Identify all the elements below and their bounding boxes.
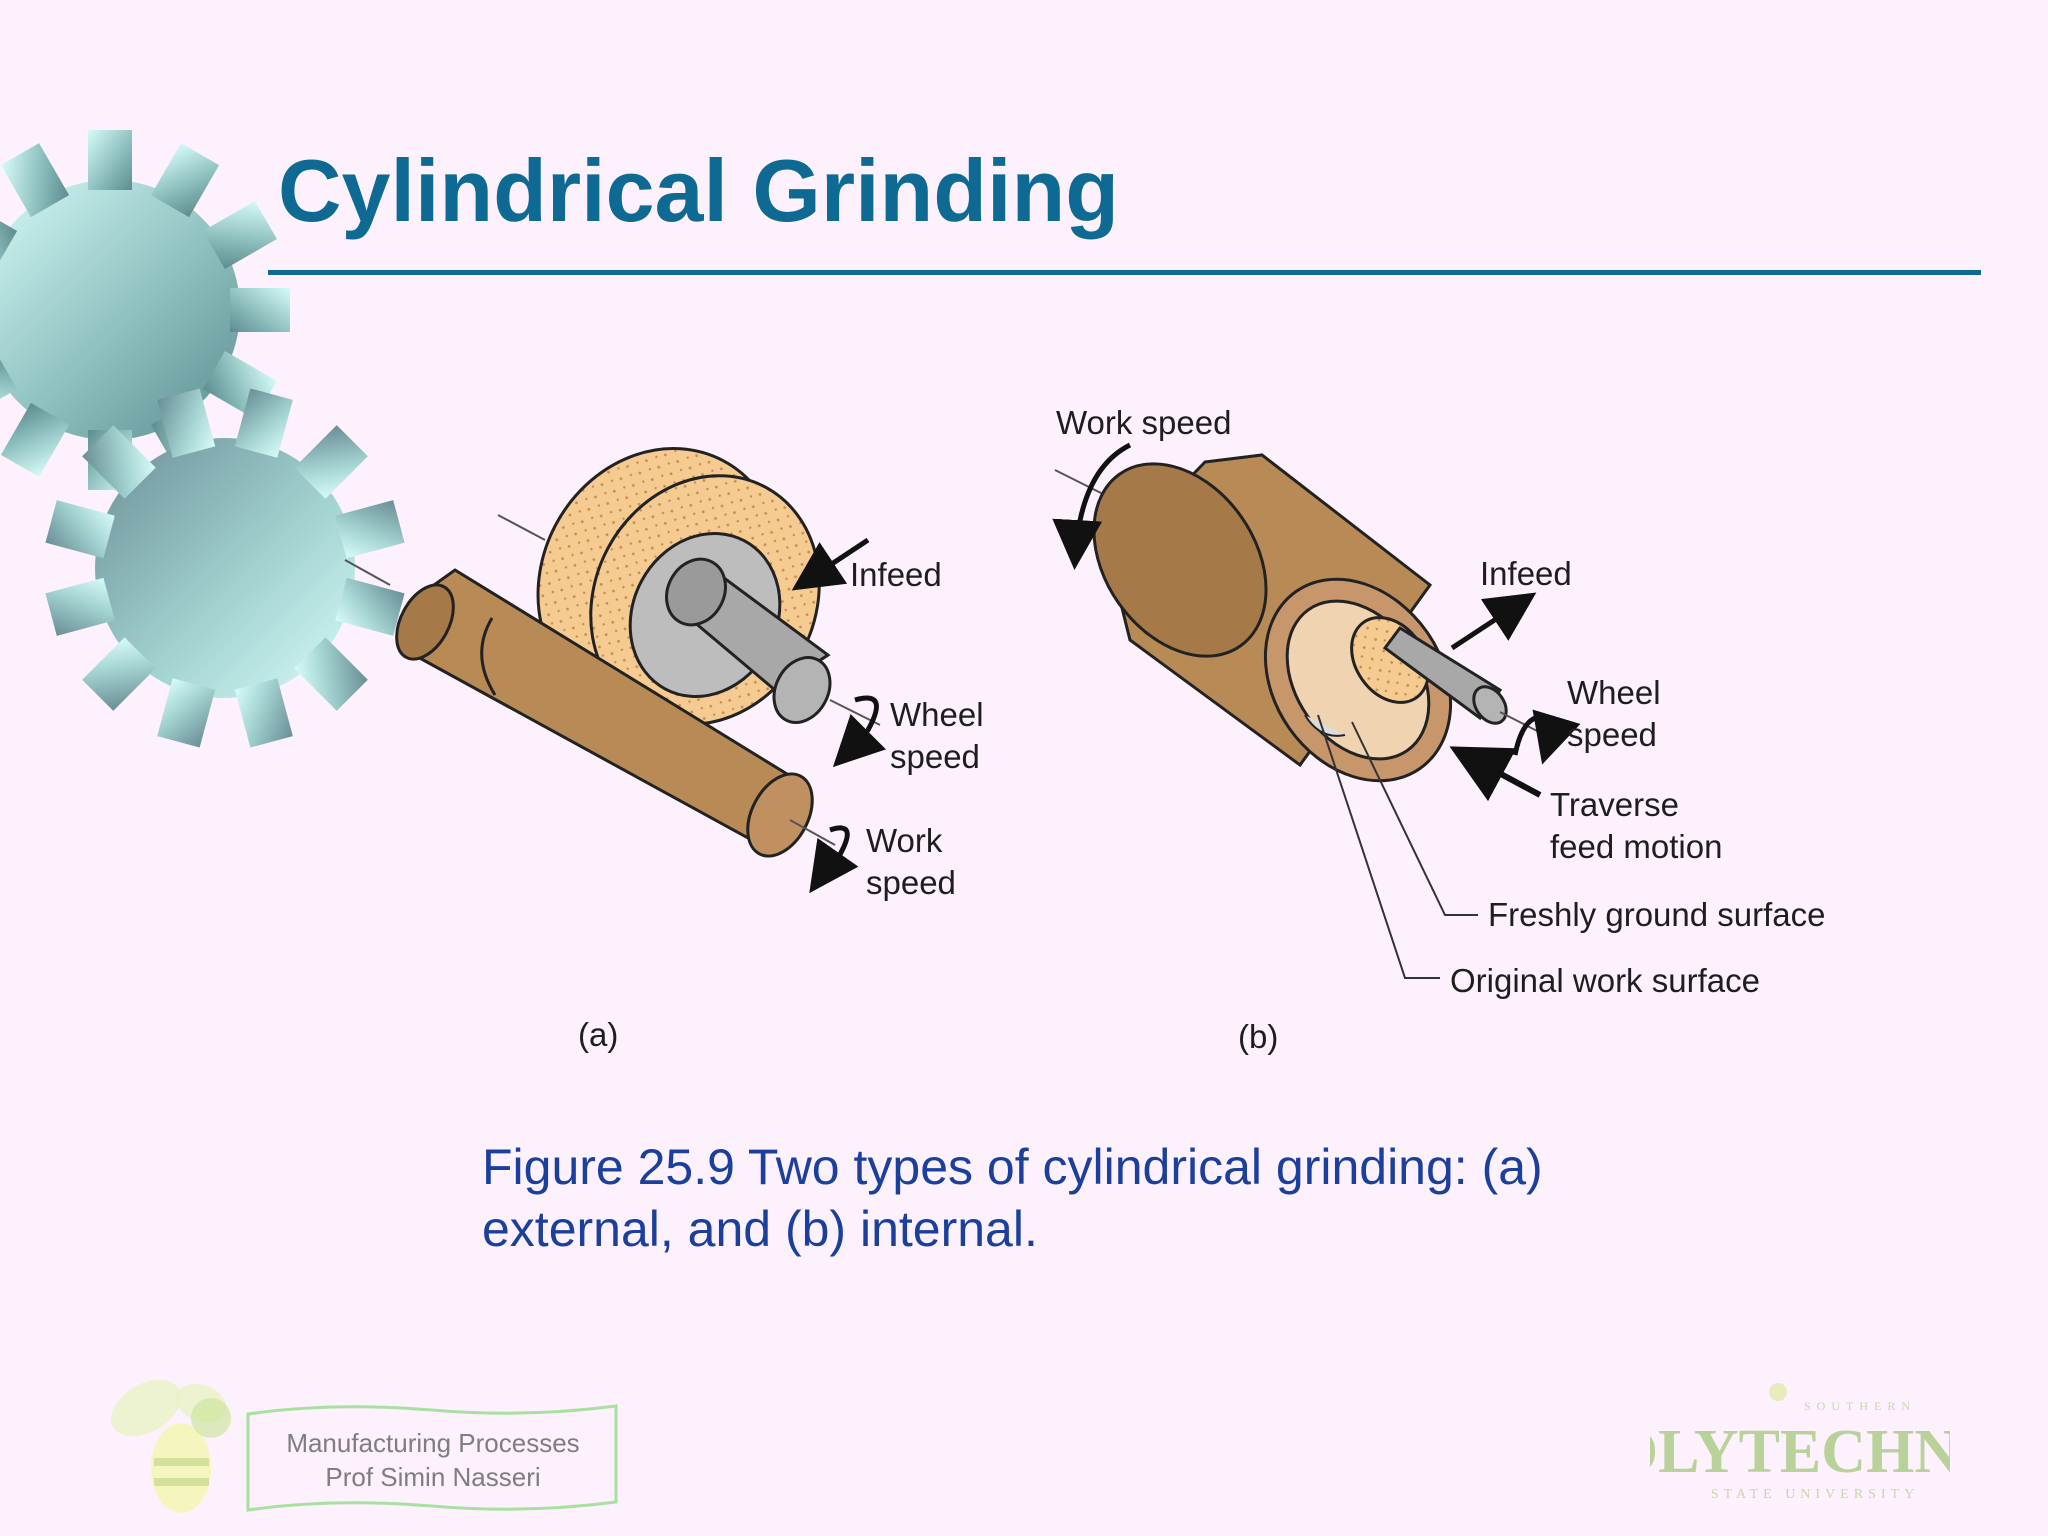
- logo-wordmark: POLYTECHNIC: [1650, 1418, 1950, 1486]
- work-speed-arrow-b: [1052, 442, 1132, 570]
- wheel-shaft-b: [1382, 626, 1546, 736]
- bee-mascot-icon: [110, 1379, 231, 1513]
- label-work-speed-a-1: Work: [866, 822, 943, 859]
- label-traverse-2: feed motion: [1550, 828, 1722, 865]
- gear-icon-lower: [45, 388, 405, 748]
- diagram-b-internal: Work speed Infeed Wheel speed Traverse f…: [1052, 404, 1826, 1055]
- footer-credits: Manufacturing Processes Prof Simin Nasse…: [250, 1426, 616, 1494]
- wheel-speed-arrow-a: [832, 695, 886, 768]
- diagram-a-external: Infeed Wheel speed Work speed (a): [344, 447, 984, 1053]
- label-original-surface: Original work surface: [1450, 962, 1760, 999]
- infeed-arrow-b: [1450, 592, 1537, 651]
- title-divider: [268, 270, 1981, 275]
- infeed-arrow-a: [791, 537, 870, 591]
- label-b: (b): [1238, 1018, 1278, 1055]
- label-wheel-speed-a-2: speed: [890, 738, 980, 775]
- polytechnic-logo: SOUTHERN POLYTECHNIC STATE UNIVERSITY: [1650, 1383, 1950, 1502]
- label-traverse-1: Traverse: [1550, 786, 1679, 823]
- figure-caption: Figure 25.9 Two types of cylindrical gri…: [482, 1136, 1682, 1260]
- caption-line-1: Figure 25.9 Two types of cylindrical gri…: [482, 1139, 1543, 1195]
- workpiece-a: [395, 568, 836, 858]
- footer-instructor: Prof Simin Nasseri: [325, 1462, 541, 1492]
- label-infeed-a: Infeed: [850, 556, 942, 593]
- leader-fresh-surface: [1351, 721, 1478, 916]
- label-work-speed-a-2: speed: [866, 864, 956, 901]
- workpiece-b: [1092, 453, 1453, 783]
- label-a: (a): [578, 1016, 618, 1053]
- footer-banner: [246, 1404, 618, 1512]
- label-work-speed-b: Work speed: [1056, 404, 1231, 441]
- leader-original-surface: [1317, 714, 1440, 979]
- label-fresh-surface: Freshly ground surface: [1488, 896, 1826, 933]
- logo-small-bottom: STATE UNIVERSITY: [1711, 1487, 1919, 1502]
- footer-course: Manufacturing Processes: [286, 1428, 580, 1458]
- label-wheel-speed-b-1: Wheel: [1567, 674, 1661, 711]
- work-speed-arrow-a: [809, 825, 859, 894]
- slide-title: Cylindrical Grinding: [278, 141, 1119, 240]
- gears-decoration: [0, 130, 405, 748]
- traverse-arrow-b: [1449, 746, 1542, 802]
- wheel-shaft-a: [665, 557, 881, 726]
- wheel-speed-arrow-b: [1512, 709, 1581, 765]
- logo-small-top: SOUTHERN: [1804, 1399, 1916, 1413]
- label-infeed-b: Infeed: [1480, 555, 1572, 592]
- label-wheel-speed-b-2: speed: [1567, 716, 1657, 753]
- caption-line-2: external, and (b) internal.: [482, 1201, 1038, 1257]
- label-wheel-speed-a-1: Wheel: [890, 696, 984, 733]
